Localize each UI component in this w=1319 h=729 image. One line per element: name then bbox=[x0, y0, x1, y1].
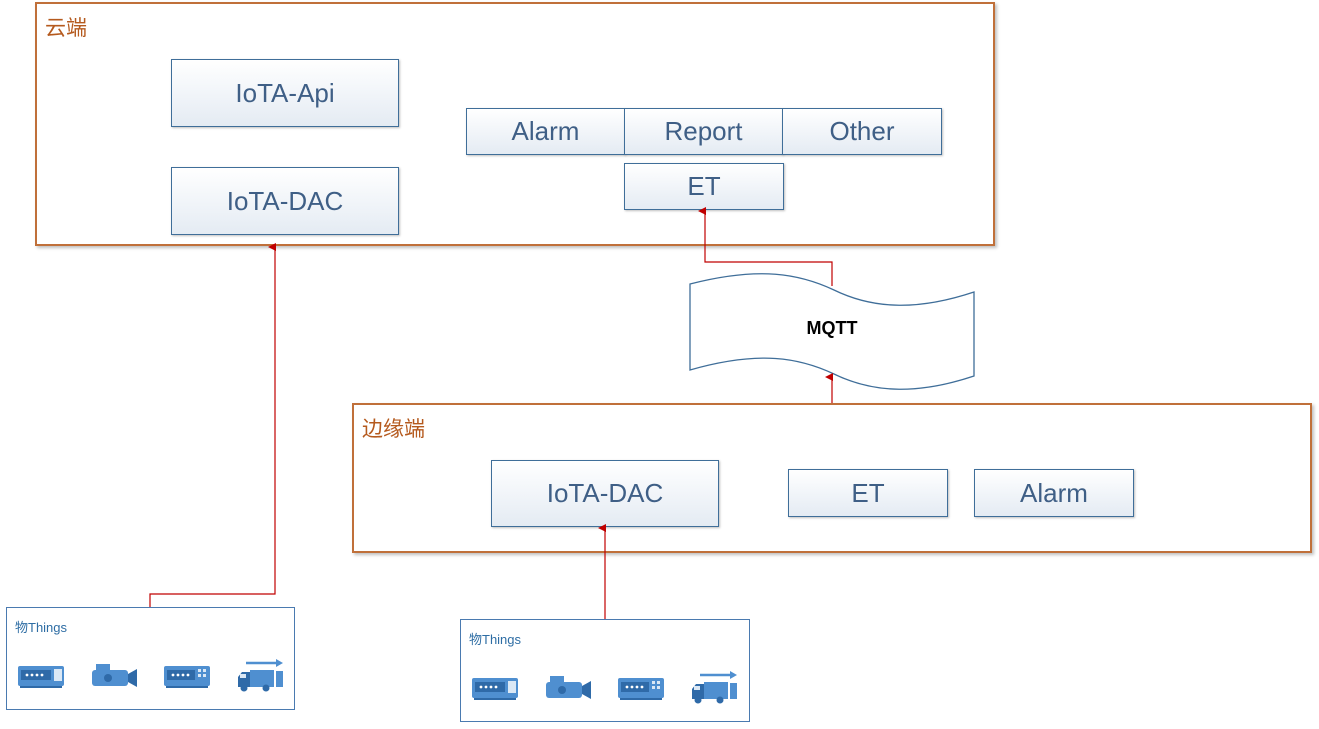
things-panel-right: 物Things bbox=[460, 619, 750, 722]
things-label-right: 物Things bbox=[469, 632, 522, 647]
things-panel-left: 物Things bbox=[6, 607, 295, 710]
server-appliance-icon bbox=[472, 678, 518, 700]
network-switch-icon bbox=[164, 666, 210, 688]
camera-icon bbox=[92, 664, 137, 687]
cloud-label: 云端 bbox=[45, 17, 87, 40]
cloud-report-box[interactable]: Report bbox=[624, 108, 783, 155]
things-label-left: 物Things bbox=[15, 620, 68, 635]
edge-alarm-box[interactable]: Alarm bbox=[974, 469, 1134, 517]
cloud-iota-api-box[interactable]: IoTA-Api bbox=[171, 59, 399, 127]
truck-icon bbox=[238, 659, 283, 692]
edge-label: 边缘端 bbox=[362, 418, 425, 441]
cloud-iota-dac-box[interactable]: IoTA-DAC bbox=[171, 167, 399, 235]
edge-iota-dac-box[interactable]: IoTA-DAC bbox=[491, 460, 719, 527]
mqtt-label: MQTT bbox=[806, 318, 858, 338]
cloud-alarm-box[interactable]: Alarm bbox=[466, 108, 625, 155]
truck-icon bbox=[692, 671, 737, 704]
network-switch-icon bbox=[618, 678, 664, 700]
server-appliance-icon bbox=[18, 666, 64, 688]
cloud-et-box[interactable]: ET bbox=[624, 163, 784, 210]
camera-icon bbox=[546, 676, 591, 699]
edge-et-box[interactable]: ET bbox=[788, 469, 948, 517]
connector-things-to-cloud-dac bbox=[149, 243, 276, 607]
cloud-other-box[interactable]: Other bbox=[782, 108, 942, 155]
